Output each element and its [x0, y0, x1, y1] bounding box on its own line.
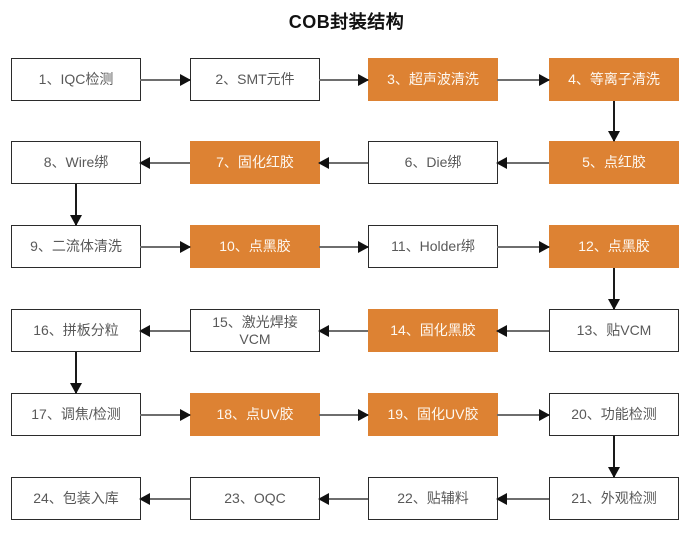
arrow-12-13	[608, 268, 620, 310]
arrow-19-20	[497, 409, 550, 421]
arrow-9-10	[140, 241, 191, 253]
flow-step-22: 22、贴辅料	[368, 477, 498, 520]
arrow-11-12	[497, 241, 550, 253]
flow-step-4: 4、等离子清洗	[549, 58, 679, 101]
flow-step-23: 23、OQC	[190, 477, 320, 520]
flow-step-17: 17、调焦/检测	[11, 393, 141, 436]
flow-step-15: 15、激光焊接 VCM	[190, 309, 320, 352]
flow-step-18: 18、点UV胶	[190, 393, 320, 436]
arrow-2-3	[319, 74, 369, 86]
flow-step-14: 14、固化黑胶	[368, 309, 498, 352]
arrow-17-18	[140, 409, 191, 421]
arrow-5-6	[496, 157, 549, 169]
flow-step-1: 1、IQC检测	[11, 58, 141, 101]
arrow-22-23	[318, 493, 368, 505]
flow-step-8: 8、Wire绑	[11, 141, 141, 184]
flow-step-3: 3、超声波清洗	[368, 58, 498, 101]
arrow-4-5	[608, 101, 620, 142]
flow-step-21: 21、外观检测	[549, 477, 679, 520]
flow-step-11: 11、Holder绑	[368, 225, 498, 268]
flow-step-12: 12、点黑胶	[549, 225, 679, 268]
arrow-20-21	[608, 436, 620, 478]
arrow-3-4	[497, 74, 550, 86]
arrow-23-24	[139, 493, 190, 505]
arrow-15-16	[139, 325, 190, 337]
flow-step-13: 13、贴VCM	[549, 309, 679, 352]
arrow-13-14	[496, 325, 549, 337]
arrow-1-2	[140, 74, 191, 86]
arrow-10-11	[319, 241, 369, 253]
flow-step-19: 19、固化UV胶	[368, 393, 498, 436]
flow-step-16: 16、拼板分粒	[11, 309, 141, 352]
arrow-6-7	[318, 157, 368, 169]
page-title: COB封装结构	[288, 12, 405, 32]
flow-step-5: 5、点红胶	[549, 141, 679, 184]
flow-step-7: 7、固化红胶	[190, 141, 320, 184]
arrow-16-17	[70, 352, 82, 394]
arrow-14-15	[318, 325, 368, 337]
flow-step-2: 2、SMT元件	[190, 58, 320, 101]
arrow-7-8	[139, 157, 190, 169]
flow-step-24: 24、包装入库	[11, 477, 141, 520]
flow-step-9: 9、二流体清洗	[11, 225, 141, 268]
arrow-18-19	[319, 409, 369, 421]
flow-step-6: 6、Die绑	[368, 141, 498, 184]
flow-step-20: 20、功能检测	[549, 393, 679, 436]
flow-step-10: 10、点黑胶	[190, 225, 320, 268]
arrow-21-22	[496, 493, 549, 505]
arrow-8-9	[70, 184, 82, 226]
